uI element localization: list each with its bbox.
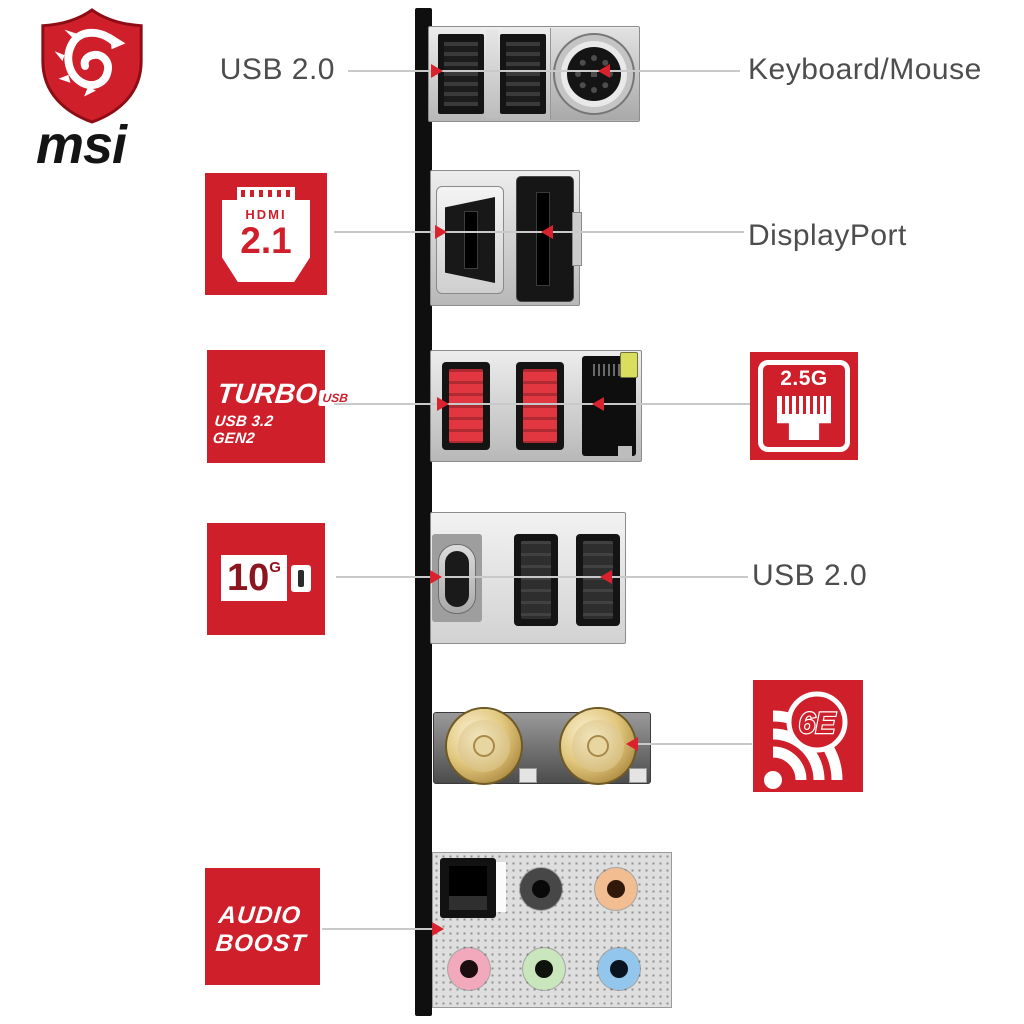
usb2-mid-label: USB 2.0 [752,559,868,592]
wifi-standard-label: 6E [799,707,837,740]
hdmi-port-opening [445,197,495,283]
rj45-icon [777,396,831,440]
wifi-antenna-connector-1 [447,709,521,783]
audio-jack-blue [598,948,640,990]
lan-badge-frame: 2.5G [758,360,850,452]
arrow-hdmi-icon [435,225,447,239]
usb32-lan-port-group [430,350,642,462]
usb32-red-port-1 [442,362,490,450]
audio-jack-pink [448,948,490,990]
arrow-usbc-icon [430,570,442,584]
leader-line-row6 [322,928,443,930]
arrow-usb32-icon [437,397,449,411]
lan-speed-label: 2.5G [780,367,828,390]
wifi-antenna-group [433,709,651,784]
audio-badge-line2: BOOST [214,930,308,958]
hdmi-plug-icon: HDMI 2.1 [222,200,310,282]
lan-2-5g-badge: 2.5G [750,352,858,460]
hdmi-badge-label: HDMI [245,207,287,222]
msi-dragon-shield-icon [41,8,143,124]
leader-line-row2 [334,231,744,233]
wifi-6e-badge: 6E [753,680,863,792]
usb2-black-port-2 [576,534,620,626]
displayport-label: DisplayPort [748,219,907,252]
arrow-wifi-icon [626,737,638,751]
usb-tongue [523,369,557,443]
hdmi-port [436,186,504,294]
arrow-usb2-top-icon [431,64,443,78]
displayport-latch-tab [572,212,582,266]
usb-10g-value: 10 [227,557,270,599]
wifi-antenna-connector-2 [561,709,635,783]
turbo-usb-badge: TURBO USB USB 3.2 GEN2 [207,350,353,463]
usb-tongue [521,541,551,619]
hdmi-2-1-badge: HDMI 2.1 [205,173,327,295]
usb2-port-2 [500,34,546,114]
leader-line-row1 [348,70,740,72]
arrow-audio-icon [432,922,444,936]
audio-badge-line1: AUDIO [217,902,303,929]
turbo-usb-title: TURBO [215,378,319,409]
hdmi-plug-pins-icon [237,187,295,200]
panel-strip [496,862,506,912]
audio-jack-orange [595,868,637,910]
usbc-usb2-port-group [430,512,626,644]
lan-port-tab [618,446,632,458]
bracket-notch [519,768,537,783]
hdmi-badge-version: 2.1 [240,220,292,261]
leader-line-row5 [628,743,752,745]
bracket-notch [629,768,647,783]
displayport-port [516,176,574,302]
lan-port-pins [592,364,626,376]
ps2-port [553,33,635,115]
usb2-black-port-1 [514,534,558,626]
msi-wordmark: msi [36,115,127,175]
lan-led [620,352,638,378]
keyboard-mouse-label: Keyboard/Mouse [748,53,982,86]
usb-10g-value-box: 10 G [221,555,287,601]
rj45-pins-icon [782,396,826,414]
usb2-ps2-port-group [428,26,640,122]
usb2-top-label: USB 2.0 [219,53,335,86]
arrow-lan-icon [592,397,604,411]
usb-c-port [438,544,476,614]
audio-jack-black [520,868,562,910]
leader-line-row3 [334,403,750,405]
usb-10g-badge: 10 G [207,523,325,635]
usb2-port-1 [438,34,484,114]
usb-tongue [449,369,483,443]
arrow-displayport-icon [541,225,553,239]
leader-line-row4 [336,576,748,578]
audio-boost-badge: AUDIO BOOST [205,868,320,985]
audio-jack-green [523,948,565,990]
audio-port-group [432,852,672,1008]
usb-c-icon [290,564,311,592]
lan-port [582,352,638,458]
optical-spdif-port [440,858,496,918]
io-panel-edge [415,8,432,1016]
usb32-red-port-2 [516,362,564,450]
arrow-ps2-icon [598,64,610,78]
wifi-signal-icon: 6E [764,691,848,789]
arrow-usb2-mid-icon [600,570,612,584]
hdmi-dp-port-group [430,170,582,306]
usb-10g-unit: G [269,558,281,576]
bracket-divider [486,30,498,118]
turbo-usb-subtitle: USB 3.2 GEN2 [211,413,275,447]
